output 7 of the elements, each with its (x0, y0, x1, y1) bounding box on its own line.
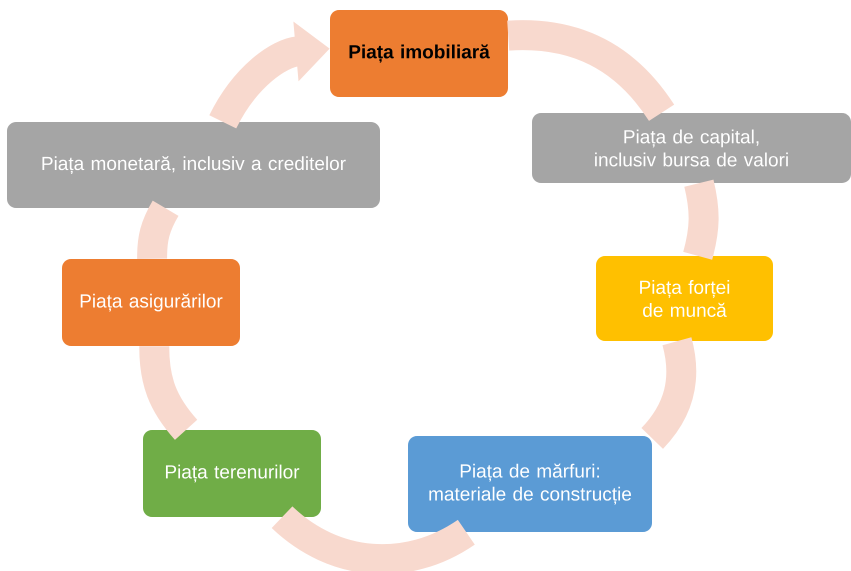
market-box: Piața imobiliară (330, 10, 508, 97)
market-box: Piața asigurărilor (62, 259, 240, 346)
market-box: Piața de mărfuri: materiale de construcție (408, 436, 652, 532)
market-box: Piața terenurilor (143, 430, 321, 517)
market-box: Piața monetară, inclusiv a creditelor (7, 122, 380, 208)
market-box: Piața forței de muncă (596, 256, 773, 341)
market-box: Piața de capital, inclusiv bursa de valori (532, 113, 851, 183)
